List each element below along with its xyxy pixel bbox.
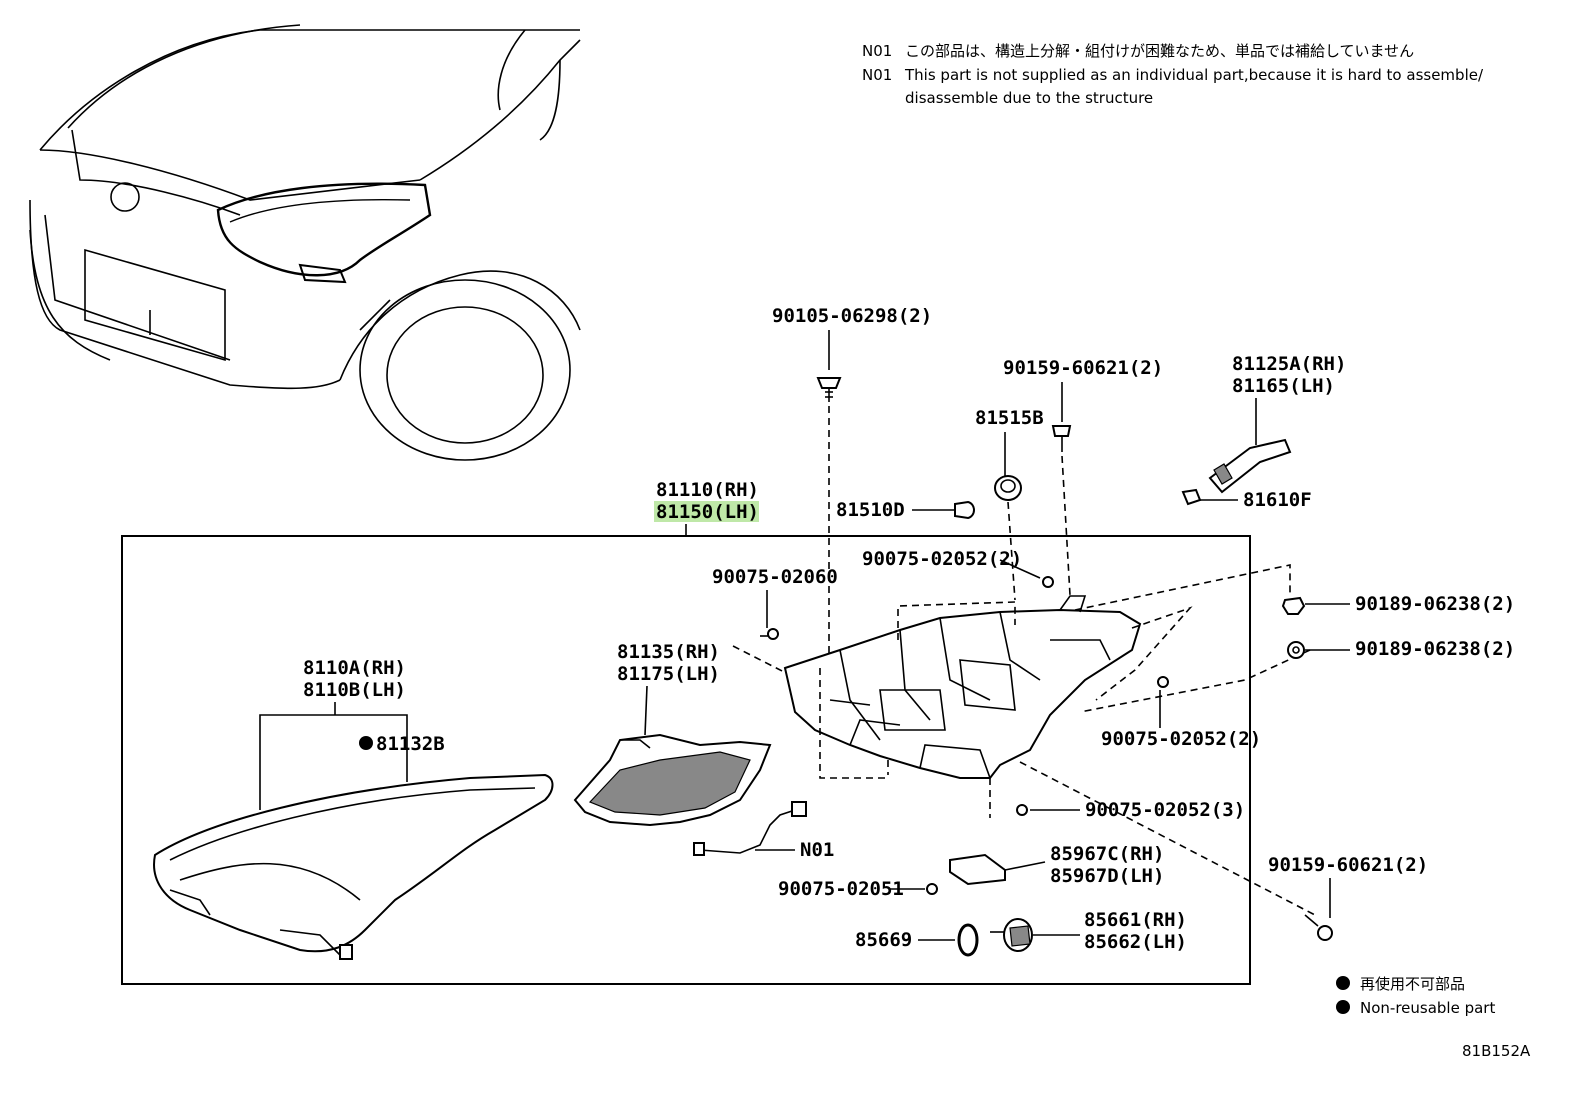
screw-90075-02052-right bbox=[1157, 676, 1169, 688]
label-81135[interactable]: 81135(RH) bbox=[617, 641, 720, 663]
module-85967c bbox=[949, 853, 1006, 886]
label-81175[interactable]: 81175(LH) bbox=[617, 663, 720, 685]
notes-block: N01 この部品は、構造上分解・組付けが困難なため、単品では補給していません N… bbox=[862, 42, 1484, 107]
label-highlight bbox=[654, 501, 759, 522]
legend-dot-jp bbox=[1336, 976, 1350, 990]
non-reusable-dot bbox=[359, 736, 373, 750]
label-85662[interactable]: 85662(LH) bbox=[1084, 931, 1187, 953]
label-90075-02051[interactable]: 90075-02051 bbox=[778, 878, 904, 900]
label-81150[interactable]: 81150(LH) bbox=[656, 501, 759, 523]
extension-81135 bbox=[573, 733, 772, 827]
clip-90189-b bbox=[1287, 641, 1305, 659]
label-85967c[interactable]: 85967C(RH) bbox=[1050, 843, 1164, 865]
lens-8110a bbox=[153, 773, 554, 960]
label-90189-06238-b[interactable]: 90189-06238(2) bbox=[1355, 638, 1515, 660]
legend: 再使用不可部品 Non-reusable part bbox=[1336, 975, 1495, 1017]
label-85661[interactable]: 85661(RH) bbox=[1084, 909, 1187, 931]
label-90105-06298[interactable]: 90105-06298(2) bbox=[772, 305, 932, 327]
label-81110[interactable]: 81110(RH) bbox=[656, 479, 759, 501]
harness-n01 bbox=[693, 801, 807, 856]
clip-90189-a bbox=[1281, 596, 1306, 615]
label-81515b[interactable]: 81515B bbox=[975, 407, 1044, 429]
label-8110b[interactable]: 8110B(LH) bbox=[303, 679, 406, 701]
figure-code: 81B152A bbox=[1462, 1042, 1531, 1060]
actuator-85661 bbox=[990, 918, 1033, 952]
label-90075-02052-top[interactable]: 90075-02052(2) bbox=[862, 548, 1022, 570]
bulb-81510d bbox=[954, 500, 975, 520]
label-n01[interactable]: N01 bbox=[800, 839, 834, 861]
screw-90075-02052-3 bbox=[1016, 804, 1028, 816]
bulb-socket-81515b bbox=[994, 475, 1022, 501]
screw-90075-02060 bbox=[760, 628, 779, 640]
note-en-line2: disassemble due to the structure bbox=[905, 89, 1153, 107]
label-90075-02052-right[interactable]: 90075-02052(2) bbox=[1101, 728, 1261, 750]
note-jp-text: この部品は、構造上分解・組付けが困難なため、単品では補給していません bbox=[905, 42, 1414, 60]
bolt-90159-top bbox=[1051, 425, 1072, 452]
legend-dot-en bbox=[1336, 1000, 1350, 1014]
label-90159-60621-top[interactable]: 90159-60621(2) bbox=[1003, 357, 1163, 379]
bolt-90159-bottom bbox=[1304, 914, 1333, 941]
label-90159-60621-bottom[interactable]: 90159-60621(2) bbox=[1268, 854, 1428, 876]
note-en-code: N01 bbox=[862, 66, 892, 84]
car-front-illustration bbox=[29, 24, 581, 461]
note-en-line1: This part is not supplied as an individu… bbox=[904, 66, 1484, 84]
legend-en: Non-reusable part bbox=[1360, 999, 1495, 1017]
label-81132b[interactable]: 81132B bbox=[376, 733, 445, 755]
note-jp-code: N01 bbox=[862, 42, 892, 60]
screw-90075-02052-top bbox=[1042, 576, 1054, 588]
label-81610f[interactable]: 81610F bbox=[1243, 489, 1312, 511]
label-81125a[interactable]: 81125A(RH) bbox=[1232, 353, 1346, 375]
legend-jp: 再使用不可部品 bbox=[1360, 975, 1465, 993]
label-8110a[interactable]: 8110A(RH) bbox=[303, 657, 406, 679]
label-90189-06238-a[interactable]: 90189-06238(2) bbox=[1355, 593, 1515, 615]
label-81165[interactable]: 81165(LH) bbox=[1232, 375, 1335, 397]
label-85967d[interactable]: 85967D(LH) bbox=[1050, 865, 1164, 887]
bolt-90105 bbox=[816, 377, 842, 402]
bulb-81610f bbox=[1181, 488, 1202, 506]
label-90075-02052-3[interactable]: 90075-02052(3) bbox=[1085, 799, 1245, 821]
label-81510d[interactable]: 81510D bbox=[836, 499, 905, 521]
ring-85669 bbox=[957, 923, 979, 957]
assembly-frame bbox=[121, 535, 1251, 985]
label-85669[interactable]: 85669 bbox=[855, 929, 912, 951]
screw-90075-02051 bbox=[926, 883, 938, 895]
label-90075-02060[interactable]: 90075-02060 bbox=[712, 566, 838, 588]
headlamp-housing bbox=[783, 595, 1142, 779]
socket-81125a bbox=[1208, 438, 1292, 494]
